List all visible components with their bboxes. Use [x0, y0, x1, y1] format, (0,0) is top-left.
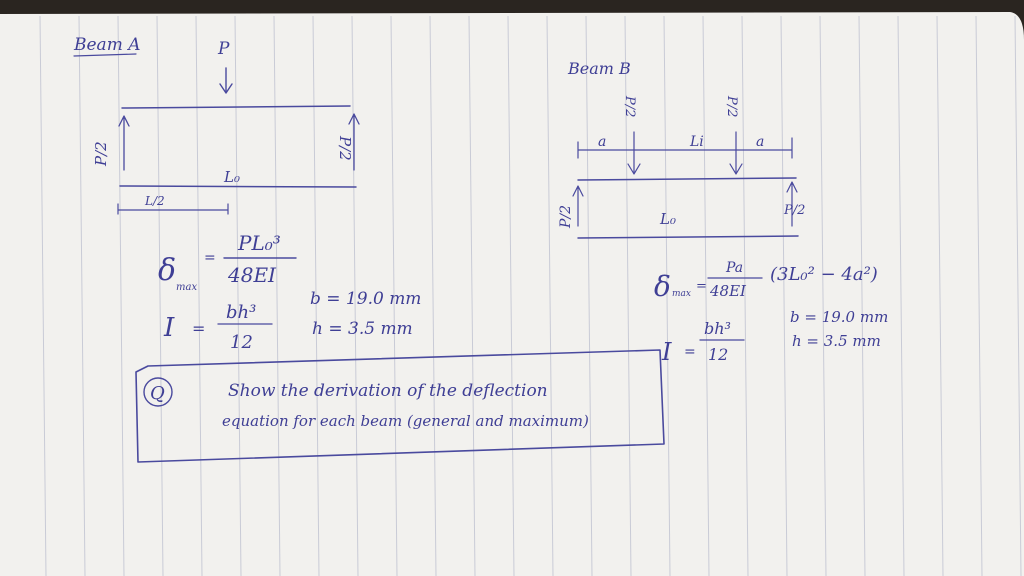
- beam-a-load-label: P: [217, 39, 230, 59]
- ruling-line: [195, 15, 203, 576]
- ruling-line: [156, 15, 164, 576]
- beam-b-delta-symbol: δ: [654, 270, 671, 303]
- beam-b-bottom-line: [577, 235, 799, 239]
- beam-b-span-left: a: [598, 134, 606, 150]
- svg-text:=: =: [192, 319, 205, 338]
- beam-b-reaction-left: P/2: [558, 205, 574, 229]
- beam-b-inertia-denominator: 12: [708, 345, 728, 364]
- ruling-line: [663, 15, 671, 576]
- ruling-line: [546, 15, 554, 576]
- beam-b-reaction-right-icon: [786, 181, 798, 227]
- ruling-line: [117, 15, 125, 576]
- beam-a-reaction-right: P/2: [336, 135, 354, 161]
- beam-b-reaction-right: P/2: [783, 203, 805, 218]
- beam-b-length-label: L₀: [659, 210, 676, 228]
- question-marker: Q: [150, 383, 165, 404]
- beam-b-deflection-denominator: 48EI: [709, 282, 747, 300]
- svg-text:=: =: [696, 279, 707, 294]
- ruling-line: [273, 15, 281, 576]
- ruling-line: [975, 15, 983, 576]
- beam-a-b-value: b = 19.0 mm: [310, 289, 421, 309]
- question-circle-icon: [143, 377, 173, 407]
- reaction-arrow-left-icon: [118, 115, 130, 171]
- beam-b-dimension-line: [577, 137, 793, 159]
- ruling-line: [507, 15, 515, 576]
- beam-b-title: Beam B: [567, 59, 631, 78]
- ruling-line: [78, 15, 86, 576]
- beam-a-half-length: L/2: [144, 194, 165, 208]
- beam-a-bottom-line: [119, 185, 357, 188]
- ruling-line: [585, 15, 593, 576]
- beam-a-inertia-lhs: I: [163, 313, 175, 343]
- beam-b-diagram: Beam B P/2 P/2 a Li a P/2 P/2 L₀ δ max =…: [558, 59, 888, 366]
- beam-b-load-arrow-left-icon: [627, 131, 641, 175]
- beam-a-inertia-denominator: 12: [230, 332, 253, 353]
- ruling-line: [780, 15, 788, 576]
- load-arrow-icon: [219, 67, 233, 94]
- ruling-line: [429, 15, 437, 576]
- delta-subscript: max: [176, 282, 197, 293]
- ruling-line: [936, 15, 944, 576]
- ruling-line: [819, 15, 827, 576]
- question-box: Q Show the derivation of the deflection …: [135, 349, 665, 463]
- ruling-line: [468, 15, 476, 576]
- beam-b-h-value: h = 3.5 mm: [792, 332, 881, 350]
- beam-b-delta-subscript: max: [672, 289, 691, 299]
- ruling-line: [702, 15, 710, 576]
- question-line-1: Show the derivation of the deflection: [228, 381, 548, 401]
- beam-b-deflection-tail: (3L₀² − 4a²): [770, 264, 878, 285]
- ruling-lines: [39, 15, 1022, 576]
- beam-b-b-value: b = 19.0 mm: [790, 308, 888, 326]
- ruling-line: [351, 15, 359, 576]
- beam-b-span-mid: Li: [689, 134, 704, 150]
- half-span-dimension: [117, 203, 229, 215]
- reaction-arrow-right-icon: [348, 113, 360, 171]
- beam-b-load-left: P/2: [622, 95, 637, 117]
- beam-a-h-value: h = 3.5 mm: [312, 319, 413, 339]
- ruling-line: [1014, 15, 1022, 576]
- beam-a-title: Beam A: [73, 35, 141, 55]
- ruling-line: [39, 15, 47, 576]
- paper-sheet: [0, 12, 1024, 576]
- question-box-border: [135, 349, 665, 463]
- ruling-line: [390, 15, 398, 576]
- beam-b-inertia-numerator: bh³: [704, 319, 731, 338]
- beam-b-load-right: P/2: [724, 95, 739, 117]
- beam-b-top-line: [577, 177, 797, 181]
- beam-b-inertia-lhs: I: [661, 338, 672, 366]
- beam-b-reaction-left-icon: [572, 185, 584, 227]
- beam-b-span-right: a: [756, 134, 764, 150]
- svg-text:=: =: [204, 250, 216, 266]
- beam-a-diagram: Beam A P P/2 P/2 L₀ L/2 δ max = PL₀³ 48E…: [73, 35, 421, 353]
- svg-text:=: =: [684, 344, 696, 360]
- beam-a-top-line: [121, 105, 351, 109]
- ruling-line: [312, 15, 320, 576]
- ruling-line: [858, 15, 866, 576]
- beam-a-deflection-numerator: PL₀³: [237, 231, 281, 255]
- ruling-line: [234, 15, 242, 576]
- beam-b-deflection-numerator: Pa: [725, 260, 743, 276]
- beam-a-deflection-denominator: 48EI: [227, 263, 277, 287]
- beam-a-inertia-numerator: bh³: [226, 302, 256, 323]
- ruling-line: [624, 15, 632, 576]
- beam-b-load-arrow-right-icon: [729, 131, 743, 175]
- question-line-2: equation for each beam (general and maxi…: [222, 412, 589, 430]
- delta-symbol: δ: [158, 253, 176, 288]
- beam-a-reaction-left: P/2: [92, 141, 110, 167]
- beam-a-length-label: L₀: [223, 168, 240, 186]
- ruling-line: [897, 15, 905, 576]
- ruling-line: [741, 15, 749, 576]
